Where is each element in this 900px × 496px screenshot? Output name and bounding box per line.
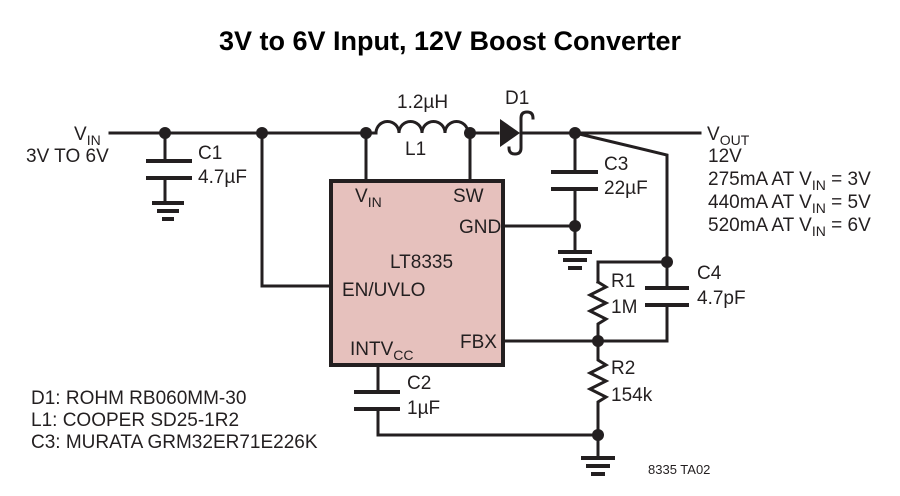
- output-current-line: 520mA AT VIN = 6V: [708, 215, 871, 239]
- l1-value: 1.2µH: [397, 92, 448, 113]
- l1-ref: L1: [405, 139, 426, 160]
- vout-voltage: 12V: [708, 146, 742, 167]
- schottky-bar: [507, 110, 535, 156]
- diode-d1: [500, 119, 520, 147]
- inductor-l1: [374, 120, 470, 135]
- output-current-line: 275mA AT VIN = 3V: [708, 169, 871, 193]
- ground-icon: [558, 250, 592, 270]
- bom-note: L1: COOPER SD25-1R2: [31, 410, 239, 431]
- c1-ref: C1: [198, 143, 222, 164]
- ic-lt8335: [329, 179, 505, 367]
- c4-wire: [596, 303, 669, 343]
- c1-value: 4.7µF: [198, 167, 247, 188]
- figure-id: 8335 TA02: [648, 462, 710, 477]
- r2-value: 154k: [611, 385, 653, 406]
- r1-ref: R1: [611, 271, 635, 292]
- r1-top-wire: [596, 260, 669, 284]
- junction: [569, 220, 581, 232]
- ic-part-number: LT8335: [390, 252, 453, 273]
- r2-ref: R2: [611, 358, 635, 379]
- pin-intvcc: INTVCC: [350, 339, 414, 363]
- pin-vin: VIN: [355, 186, 382, 210]
- d1-ref: D1: [505, 88, 529, 109]
- c3-value: 22µF: [604, 178, 648, 199]
- c3-ref: C3: [604, 154, 628, 175]
- r1-value: 1M: [611, 297, 637, 318]
- vin-range: 3V TO 6V: [26, 146, 109, 167]
- bom-note: D1: ROHM RB060MM-30: [31, 388, 246, 409]
- c2-value: 1µF: [407, 398, 440, 419]
- resistor-r1: [586, 279, 610, 343]
- pin-fbx: FBX: [460, 332, 497, 353]
- ground-icon: [152, 201, 184, 221]
- ground-icon: [581, 456, 615, 476]
- output-current-line: 440mA AT VIN = 5V: [708, 192, 871, 216]
- vin-label: VIN: [74, 124, 101, 148]
- pin-en-uvlo: EN/UVLO: [342, 280, 425, 301]
- diagram-title: 3V to 6V Input, 12V Boost Converter: [219, 26, 682, 56]
- pin-sw: SW: [453, 186, 484, 207]
- bom-note: C3: MURATA GRM32ER71E226K: [31, 432, 318, 453]
- en-uvlo-wire: [260, 131, 333, 288]
- feedback-wire: [573, 131, 669, 264]
- c2-ref: C2: [407, 373, 431, 394]
- resistor-r2: [586, 339, 610, 437]
- c4-value: 4.7pF: [697, 288, 746, 309]
- c4-ref: C4: [697, 263, 722, 284]
- pin-gnd: GND: [459, 217, 501, 238]
- c2-wire: [376, 407, 600, 437]
- vout-label: VOUT: [707, 124, 750, 148]
